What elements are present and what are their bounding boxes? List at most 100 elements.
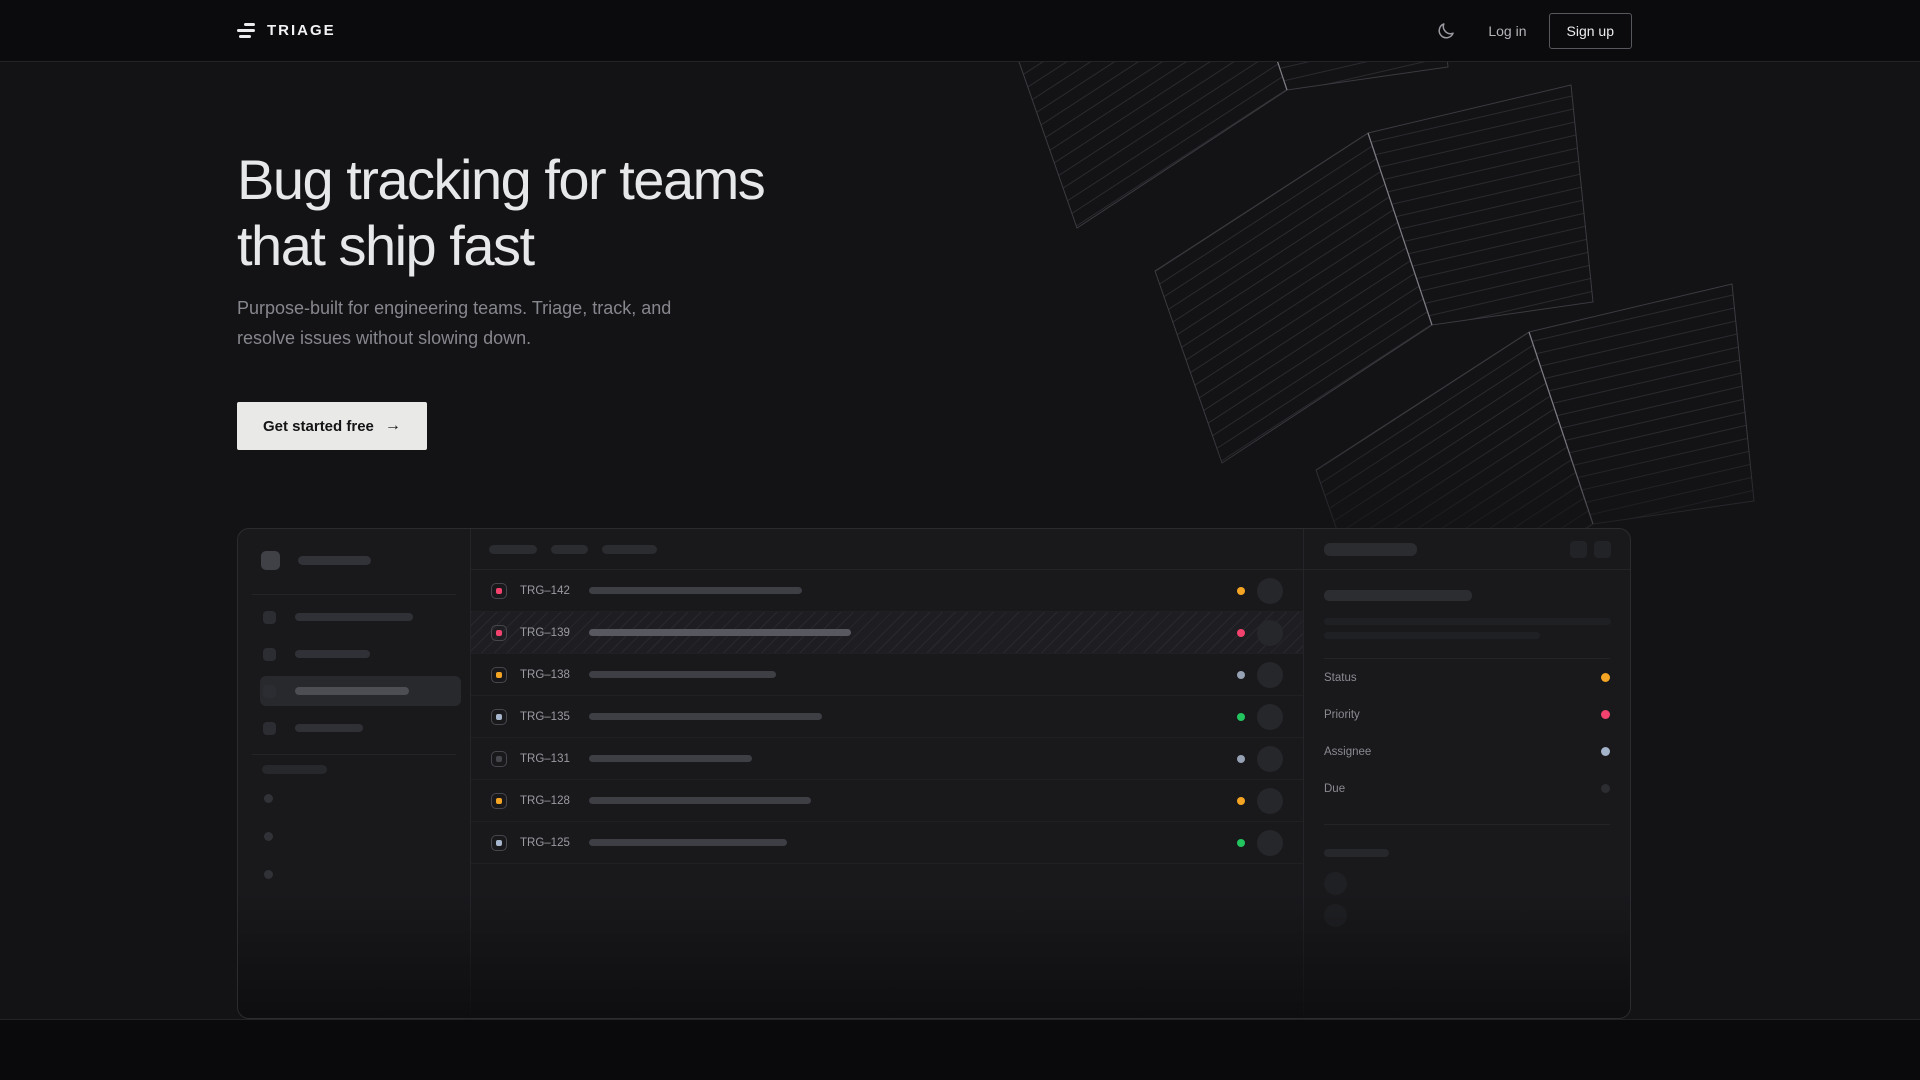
issue-id: TRG–139 [520, 626, 570, 639]
issue-row[interactable]: TRG–142 [471, 570, 1303, 612]
priority-value-dot [1601, 710, 1610, 719]
field-row-priority: Priority [1324, 696, 1610, 733]
hero-subtitle: Purpose-built for engineering teams. Tri… [237, 293, 1920, 353]
issue-title-placeholder [589, 671, 776, 678]
triage-logo-icon [237, 23, 255, 38]
assignee-avatar [1257, 661, 1283, 688]
nav-item-label-placeholder [295, 724, 363, 732]
mockup-issue-list: TRG–142 TRG–139 TRG–138 [471, 529, 1304, 1018]
issue-type-icon [491, 834, 507, 851]
status-value-dot [1601, 673, 1610, 682]
nav-item-label-placeholder [295, 613, 413, 621]
navbar-actions: Log in Sign up [1432, 12, 1632, 49]
issue-title-placeholder [589, 713, 822, 720]
issue-title-placeholder [589, 587, 802, 594]
navbar: TRIAGE Log in Sign up [0, 0, 1920, 62]
brand-name: TRIAGE [267, 22, 336, 39]
assignee-avatar [1257, 745, 1283, 772]
nav-item-icon [263, 647, 276, 661]
issue-row[interactable]: TRG–128 [471, 780, 1303, 822]
assignee-avatar [1257, 787, 1283, 814]
nav-item-icon [263, 684, 276, 698]
issue-id: TRG–131 [520, 752, 570, 765]
hero-section: Bug tracking for teams that ship fast Pu… [0, 147, 1920, 1019]
status-dot [1237, 628, 1245, 637]
filter-tab-placeholder [551, 544, 588, 554]
sidebar-list-dot [264, 870, 273, 879]
sidebar-nav-item[interactable] [260, 602, 461, 632]
panel-action-button[interactable] [1594, 540, 1611, 558]
field-row-due: Due [1324, 770, 1610, 807]
issue-row[interactable]: TRG–138 [471, 654, 1303, 696]
filter-tab-placeholder [489, 544, 537, 554]
status-dot [1237, 586, 1245, 595]
mockup-sidebar-nav [238, 602, 470, 743]
description-line-placeholder [1324, 618, 1611, 625]
status-dot [1237, 754, 1245, 763]
signup-button[interactable]: Sign up [1548, 12, 1632, 49]
issue-type-icon [491, 582, 507, 599]
sidebar-list-dot [264, 794, 273, 803]
status-dot [1237, 796, 1245, 805]
login-link[interactable]: Log in [1488, 22, 1527, 39]
hero-title-line-1: Bug tracking for teams [237, 148, 766, 211]
moon-icon [1438, 22, 1455, 39]
description-line-placeholder [1324, 632, 1540, 639]
assignee-avatar [1257, 577, 1283, 604]
field-label: Status [1324, 671, 1357, 684]
workspace-icon [261, 551, 280, 570]
mockup-workspace-row [261, 551, 470, 570]
nav-item-icon [263, 721, 276, 735]
issue-title-placeholder [1324, 590, 1472, 601]
sidebar-nav-item-active[interactable] [260, 676, 461, 706]
issue-type-icon [491, 666, 507, 683]
sidebar-list-dot [264, 832, 273, 841]
field-row-status: Status [1324, 659, 1610, 696]
mockup-detail-panel: Status Priority Assignee Due [1304, 529, 1630, 1018]
issue-id: TRG–128 [520, 794, 570, 807]
issue-type-icon [491, 750, 507, 767]
panel-action-button[interactable] [1570, 540, 1587, 558]
detail-panel-body: Status Priority Assignee Due [1304, 570, 1630, 947]
sidebar-section-label-placeholder [262, 765, 327, 774]
get-started-label: Get started free [263, 417, 374, 435]
issue-title-placeholder [589, 629, 851, 636]
field-label: Due [1324, 782, 1346, 795]
comments-label-placeholder [1324, 849, 1389, 857]
field-label: Assignee [1324, 745, 1372, 758]
sidebar-nav-item[interactable] [260, 713, 461, 743]
issue-id: TRG–142 [520, 584, 570, 597]
sidebar-nav-item[interactable] [260, 639, 461, 669]
get-started-button[interactable]: Get started free → [237, 402, 427, 450]
issue-row-selected[interactable]: TRG–139 [471, 612, 1303, 654]
brand-logo[interactable]: TRIAGE [237, 22, 336, 39]
issue-type-icon [491, 624, 507, 641]
issue-row[interactable]: TRG–131 [471, 738, 1303, 780]
nav-item-label-placeholder [295, 687, 409, 695]
issue-id: TRG–138 [520, 668, 570, 681]
issue-row[interactable]: TRG–125 [471, 822, 1303, 864]
nav-item-icon [263, 610, 276, 624]
theme-toggle-button[interactable] [1432, 17, 1460, 45]
issue-row[interactable]: TRG–135 [471, 696, 1303, 738]
filter-tab-placeholder [602, 544, 657, 554]
panel-title-placeholder [1324, 542, 1417, 556]
issue-list-header [471, 529, 1303, 570]
arrow-right-icon: → [384, 417, 401, 434]
issue-id: TRG–125 [520, 836, 570, 849]
assignee-avatar [1257, 619, 1283, 646]
footer [0, 1019, 1920, 1080]
mockup-sidebar [238, 529, 471, 1018]
panel-divider [1324, 824, 1610, 825]
status-dot [1237, 712, 1245, 721]
sidebar-divider [252, 754, 456, 755]
issue-title-placeholder [589, 755, 752, 762]
assignee-avatar [1257, 703, 1283, 730]
assignee-value-dot [1601, 747, 1610, 756]
workspace-name-placeholder [298, 556, 371, 565]
field-row-assignee: Assignee [1324, 733, 1610, 770]
panel-divider [1324, 658, 1610, 659]
issue-id: TRG–135 [520, 710, 570, 723]
hero-title: Bug tracking for teams that ship fast [237, 147, 1920, 279]
issue-type-icon [491, 792, 507, 809]
